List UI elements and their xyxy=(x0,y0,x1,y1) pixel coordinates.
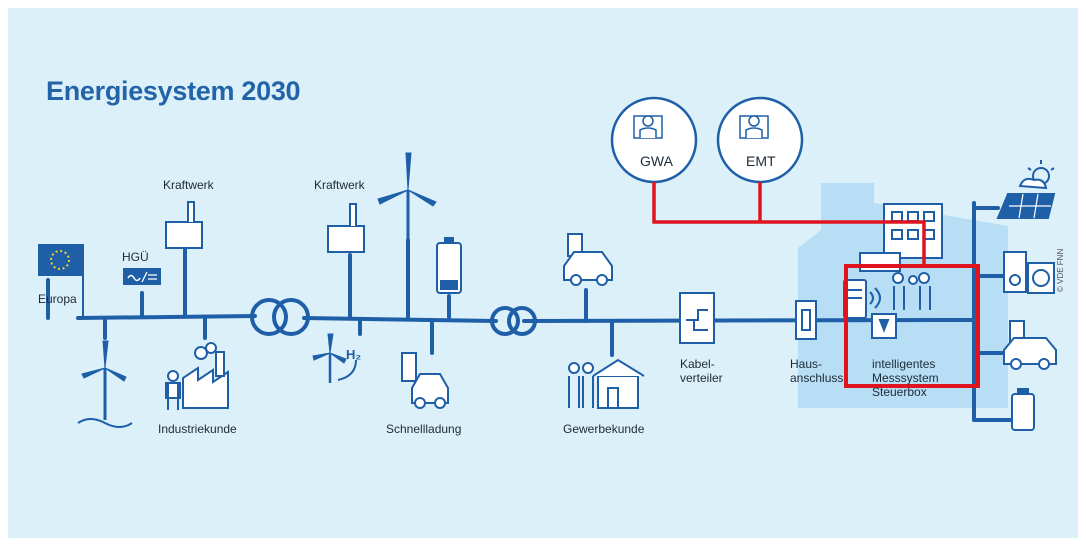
people-shop-icon xyxy=(568,358,645,409)
label-hausanschluss: Haus- anschluss xyxy=(790,357,844,385)
solar-panel-icon xyxy=(996,160,1056,219)
label-h2: H₂ xyxy=(346,347,362,362)
electric-car-icon-2 xyxy=(1003,320,1057,370)
label-kraftwerk-2: Kraftwerk xyxy=(314,178,365,192)
factory-icon xyxy=(165,342,229,410)
transformer-icon-2 xyxy=(490,306,537,336)
operator-workstation-icon-gwa xyxy=(610,96,698,184)
label-schnellladung: Schnellladung xyxy=(386,422,462,436)
page-title: Energiesystem 2030 xyxy=(46,76,301,106)
house-connection-icon xyxy=(795,300,817,340)
home-battery-icon xyxy=(1011,388,1035,431)
heat-pump-icon xyxy=(1003,251,1055,294)
battery-icon xyxy=(436,237,462,294)
wind-turbine-icon-1 xyxy=(377,152,437,240)
hydrogen-wind-icon xyxy=(312,333,357,383)
diagram-graphics xyxy=(38,96,1057,431)
diagram-canvas: Energiesystem 2030 Europa HGÜ Kraftwerk … xyxy=(8,8,1078,538)
label-smart-meter: intelligentes Messsystem Steuerbox xyxy=(872,357,939,399)
label-industriekunde: Industriekunde xyxy=(158,422,237,436)
wind-turbine-icon-2 xyxy=(77,340,133,428)
label-kabelverteiler: Kabel- verteiler xyxy=(680,357,723,385)
label-emt: EMT xyxy=(746,153,776,169)
electric-car-icon-1 xyxy=(563,233,613,286)
transformer-icon-1 xyxy=(250,298,310,336)
highlight-box xyxy=(844,264,980,388)
grid-lines xyxy=(46,201,1012,422)
label-gewerbekunde: Gewerbekunde xyxy=(563,422,645,436)
label-hgu: HGÜ xyxy=(122,250,149,264)
operator-workstation-icon-emt xyxy=(716,96,804,184)
eu-flag-icon xyxy=(38,244,84,318)
label-kraftwerk-1: Kraftwerk xyxy=(163,178,214,192)
smart-meter-icon xyxy=(843,279,897,339)
ev-charging-icon xyxy=(401,352,449,409)
apartment-icon xyxy=(883,203,943,259)
label-gwa: GWA xyxy=(640,153,673,169)
cable-distributor-icon xyxy=(679,292,715,344)
power-plant-icon-2 xyxy=(327,203,365,253)
copyright-notice: © VDE FNN xyxy=(1056,248,1065,292)
power-plant-icon-1 xyxy=(165,201,203,249)
communication-lines xyxy=(652,182,926,266)
hgu-converter-icon xyxy=(123,268,161,285)
label-europa: Europa xyxy=(38,292,77,306)
